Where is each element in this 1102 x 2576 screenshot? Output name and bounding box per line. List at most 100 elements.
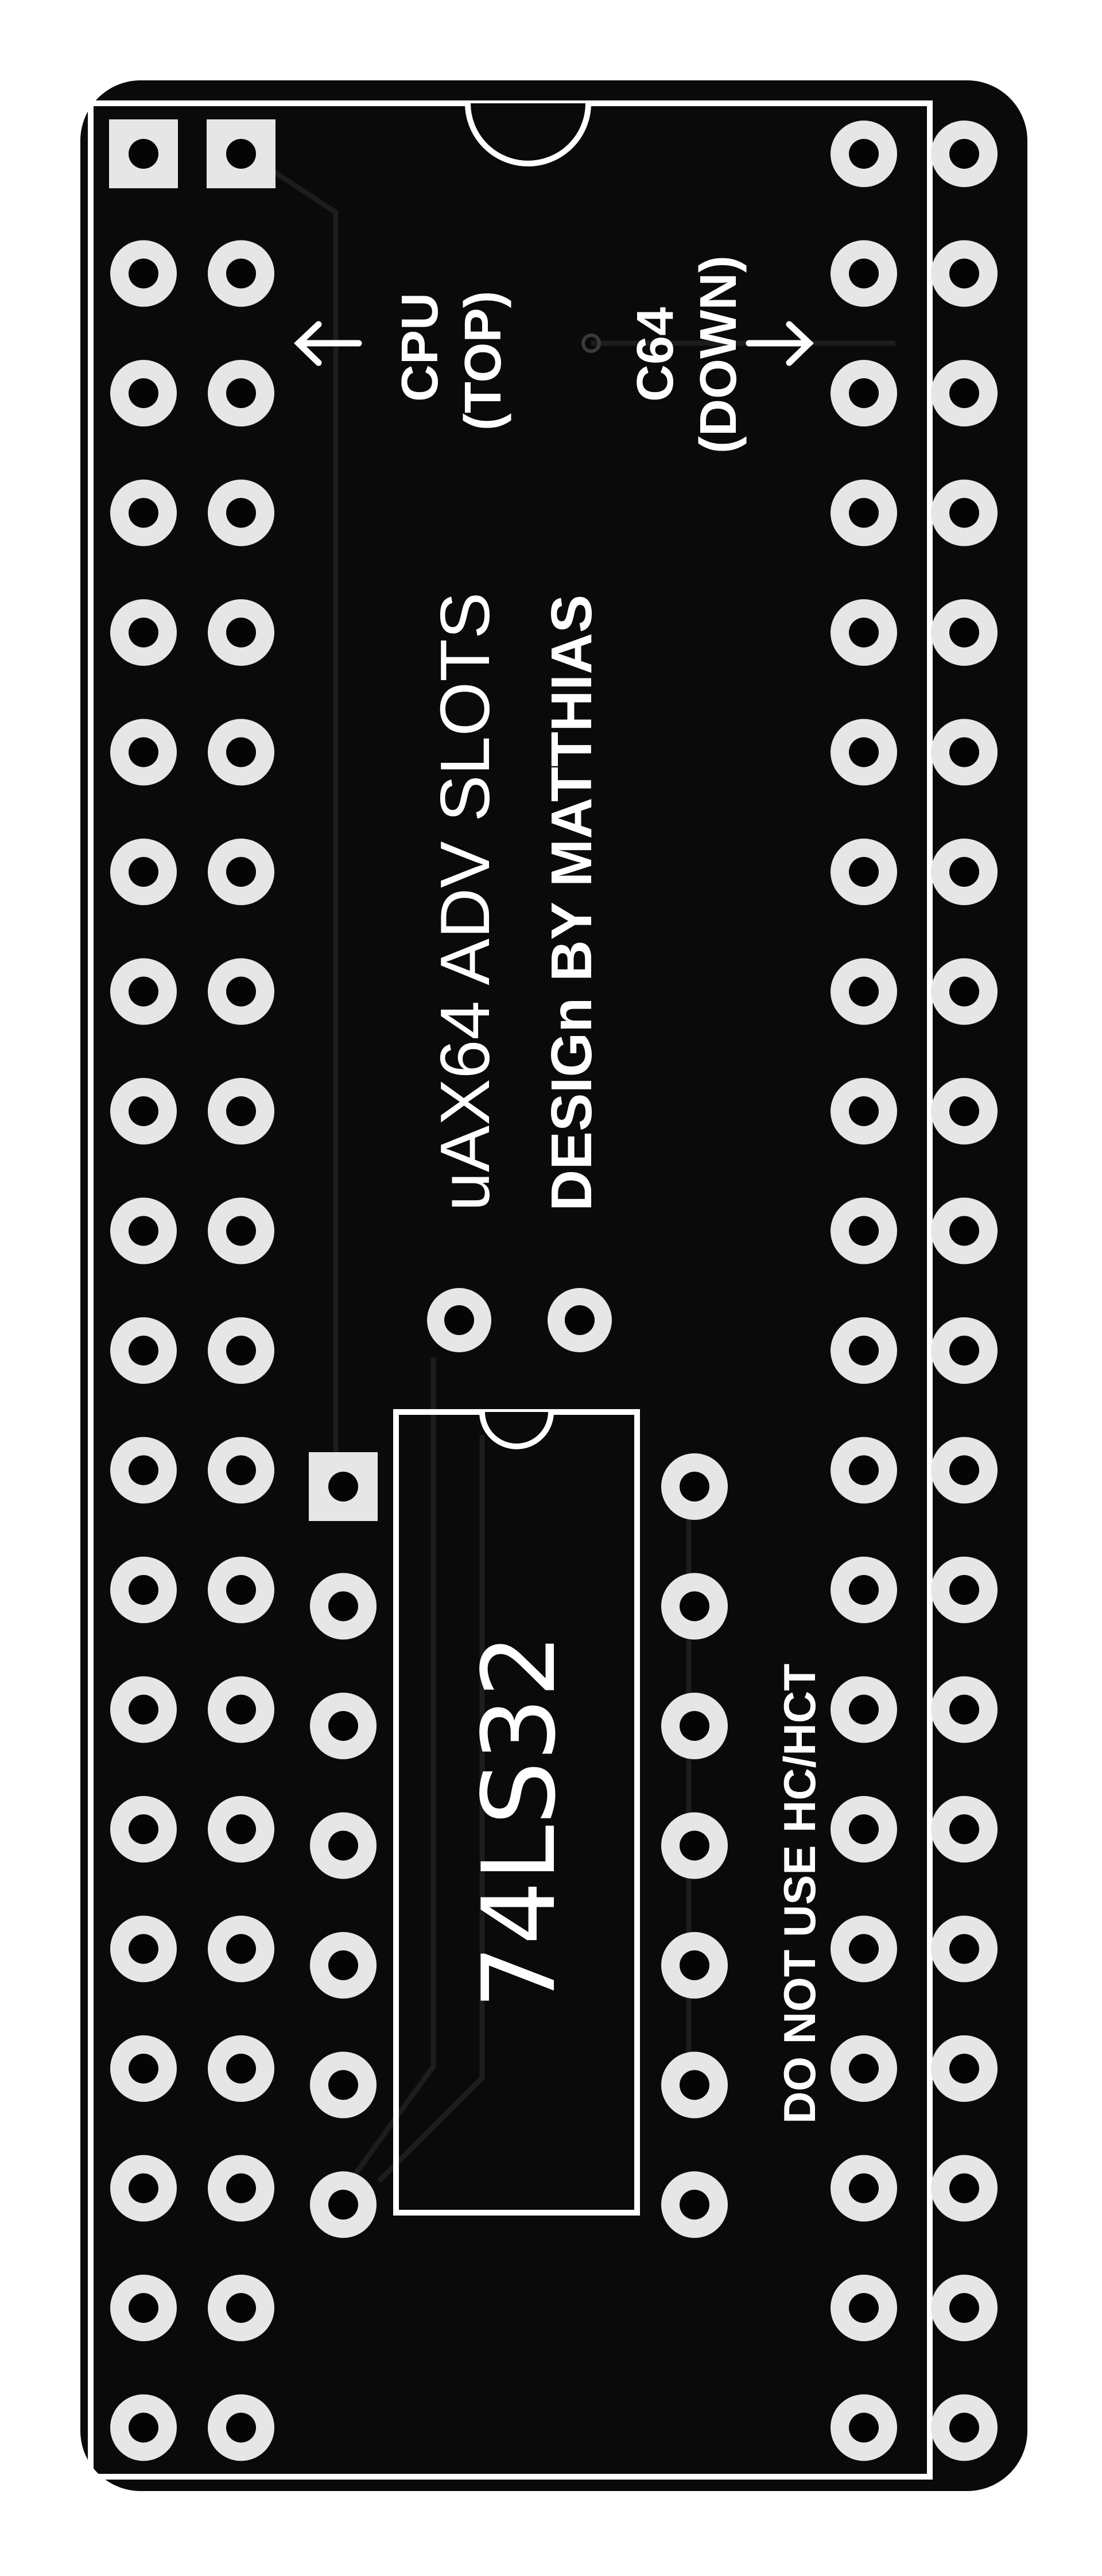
trace-ic-input <box>348 1357 436 2183</box>
right-header-pad-drill <box>949 1455 979 1485</box>
right-header-pad-drill <box>849 498 879 528</box>
arrow-right-icon <box>746 321 814 366</box>
c64-direction-marker: C64 (DOWN) <box>627 255 814 453</box>
left-header-pad-drill <box>129 2054 158 2084</box>
right-header-pad-drill <box>949 2412 979 2443</box>
left-header-pad-drill <box>226 1336 256 1365</box>
cpu-top-label: (TOP) <box>455 291 512 430</box>
right-header-pad-drill <box>849 857 879 887</box>
right-header-pad-drill <box>849 1694 879 1725</box>
left-header-pad-drill <box>129 2173 158 2203</box>
pcb-substrate <box>80 80 1027 2491</box>
right-header-pad-drill <box>949 1934 979 1964</box>
right-header-pad-drill <box>949 1216 979 1246</box>
right-header-pad-drill <box>849 139 879 169</box>
warning-label: DO NOT USE HC/HCT <box>774 1663 825 2124</box>
right-header-pad-drill <box>949 857 979 887</box>
ic-pin-pad-drill <box>328 2190 358 2220</box>
ic-pin-pad-drill <box>328 1591 358 1621</box>
left-header-pad-drill <box>129 258 158 289</box>
right-header-pad-drill <box>949 1694 979 1725</box>
left-header-pad-drill <box>226 1694 256 1725</box>
left-header-pad-drill <box>226 618 256 647</box>
right-header-pad-drill <box>849 2293 879 2323</box>
right-header-pad-drill <box>949 2293 979 2323</box>
left-header-pad-drill <box>129 498 158 528</box>
left-header-pad-drill <box>226 1814 256 1844</box>
ic-pin-1-pad-drill <box>328 1472 358 1502</box>
right-header-pad-drill <box>949 976 979 1007</box>
right-header-pad-drill <box>949 1814 979 1844</box>
left-header-pad-drill <box>129 378 158 408</box>
ic-pin-pad-drill <box>680 1711 709 1741</box>
c64-label: C64 <box>627 307 684 402</box>
left-header-pad-drill <box>226 2293 256 2323</box>
left-header-pad-drill <box>226 2412 256 2443</box>
left-header-pad-drill <box>226 498 256 528</box>
right-header-pad-drill <box>849 258 879 289</box>
right-header-pad-drill <box>949 1336 979 1365</box>
pad-group <box>109 119 998 2461</box>
right-header-pad-drill <box>849 1216 879 1246</box>
left-header-pad-drill <box>226 976 256 1007</box>
socket-notch <box>465 103 591 166</box>
left-header-pad-drill <box>226 2054 256 2084</box>
right-header-pad-drill <box>849 2173 879 2203</box>
left-header-pad-drill <box>226 258 256 289</box>
ic-pin-pad-drill <box>328 1950 358 1980</box>
trace-cpu-select <box>245 152 339 1487</box>
ic-pin-pad-drill <box>680 2070 709 2100</box>
left-header-pad-drill <box>226 378 256 408</box>
right-header-pad-drill <box>849 2054 879 2084</box>
board-title: uAX64 ADV SLOTS <box>426 592 504 1211</box>
right-header-pad-drill <box>949 498 979 528</box>
left-header-pad-drill <box>129 1216 158 1246</box>
right-header-pad-drill <box>849 1336 879 1365</box>
designer-credit: DESIGn BY MATTHIAS <box>540 595 604 1211</box>
left-header-pad-drill <box>129 2412 158 2443</box>
left-header-pad-drill <box>226 1096 256 1126</box>
via <box>581 333 601 353</box>
c64-down-label: (DOWN) <box>690 255 747 453</box>
trace-ic-output <box>377 1435 485 2183</box>
ic-pin-pad-drill <box>680 1472 709 1502</box>
ic-pin-pad-drill <box>328 1711 358 1741</box>
right-header-pad-drill <box>949 139 979 169</box>
left-header-pad-drill <box>129 737 158 767</box>
left-header-pad-drill <box>129 2293 158 2323</box>
ic-pin-pad-drill <box>680 1950 709 1980</box>
right-header-pad-drill <box>849 1934 879 1964</box>
right-header-pad-drill <box>849 618 879 647</box>
left-header-pad-square-drill <box>129 139 158 169</box>
right-header-pad-drill <box>849 976 879 1007</box>
ic-pin-pad-drill <box>680 1591 709 1621</box>
right-header-pad-drill <box>949 1575 979 1605</box>
cpu-direction-marker: CPU (TOP) <box>294 291 512 430</box>
cpu-label: CPU <box>391 293 449 402</box>
left-header-pad-drill <box>226 1934 256 1964</box>
left-header-pad-drill <box>129 976 158 1007</box>
left-header-pad-drill <box>226 737 256 767</box>
right-header-pad-drill <box>949 618 979 647</box>
ic-pin-pad-drill <box>328 2070 358 2100</box>
ic-pin-pad-drill <box>680 1830 709 1861</box>
right-header-pad-drill <box>949 258 979 289</box>
right-header-pad-drill <box>849 2412 879 2443</box>
ic-notch <box>479 1411 554 1449</box>
left-header-pad-drill <box>129 1934 158 1964</box>
right-header-pad-drill <box>849 378 879 408</box>
left-header-pad-drill <box>129 1814 158 1844</box>
left-header-pad-drill <box>129 1694 158 1725</box>
right-header-pad-drill <box>949 737 979 767</box>
left-header-pad-square-drill <box>226 139 256 169</box>
chip-label: 74LS32 <box>461 1634 578 2009</box>
left-header-pad-drill <box>226 1216 256 1246</box>
left-header-pad-drill <box>129 618 158 647</box>
left-header-pad-drill <box>129 1575 158 1605</box>
right-header-pad-drill <box>949 2054 979 2084</box>
left-header-pad-drill <box>129 1336 158 1365</box>
right-header-pad-drill <box>949 378 979 408</box>
left-header-pad-drill <box>129 1455 158 1485</box>
arrow-left-icon <box>294 321 362 366</box>
